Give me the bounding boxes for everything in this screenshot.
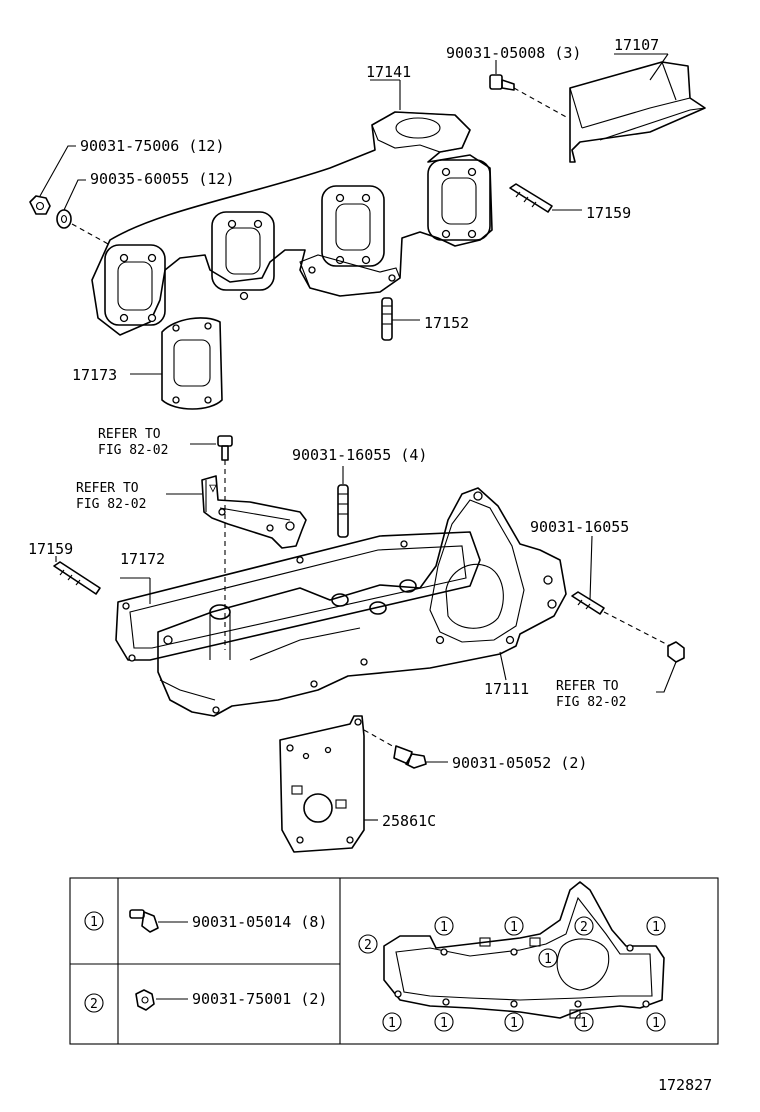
intake-manifold-17111 — [157, 487, 567, 717]
gasket-marker-bottom-4: 1 — [574, 1012, 594, 1032]
legend-bolt-icon — [129, 909, 159, 933]
callout-17159-top: 17159 — [586, 204, 631, 222]
plate-25861C — [279, 715, 365, 853]
svg-text:1: 1 — [510, 1016, 518, 1031]
bracket: ▽ — [201, 475, 307, 549]
svg-text:1: 1 — [388, 1016, 396, 1031]
refer-to-2-line2: FIG 82-02 — [76, 497, 146, 512]
svg-text:1: 1 — [90, 915, 98, 930]
callout-90031-16055: 90031-16055 — [530, 518, 629, 536]
bolt-refer-1 — [217, 435, 233, 461]
legend-part-1: 90031-05014 (8) — [192, 913, 327, 931]
gasket-marker-bottom-5: 1 — [646, 1012, 666, 1032]
gasket-marker-top-3: 1 — [538, 948, 558, 968]
nut-refer-3 — [667, 641, 685, 663]
legend-part-2: 90031-75001 (2) — [192, 990, 327, 1008]
callout-17111: 17111 — [484, 680, 529, 698]
gasket-marker-left: 2 — [358, 934, 378, 954]
legend-marker-2: 2 — [84, 993, 104, 1013]
svg-text:1: 1 — [580, 1016, 588, 1031]
svg-text:2: 2 — [90, 997, 98, 1012]
svg-text:1: 1 — [652, 920, 660, 935]
stud-17152 — [381, 297, 393, 341]
callout-17173: 17173 — [72, 366, 117, 384]
washer-90035-60055 — [56, 209, 72, 229]
figure-number: 172827 — [658, 1076, 712, 1094]
svg-text:1: 1 — [544, 952, 552, 967]
svg-text:1: 1 — [440, 920, 448, 935]
callout-90031-16055-4: 90031-16055 (4) — [292, 446, 427, 464]
refer-to-3-line2: FIG 82-02 — [556, 695, 626, 710]
refer-to-1-line2: FIG 82-02 — [98, 443, 168, 458]
gasket-marker-top-1: 1 — [434, 916, 454, 936]
heat-insulator-17107 — [569, 61, 706, 163]
gasket-marker-top-5: 1 — [646, 916, 666, 936]
gasket-marker-bottom-3: 1 — [504, 1012, 524, 1032]
gasket-marker-bottom-1: 1 — [382, 1012, 402, 1032]
callout-17107: 17107 — [614, 36, 659, 54]
svg-text:1: 1 — [652, 1016, 660, 1031]
exhaust-manifold-17141 — [91, 111, 493, 336]
svg-text:▽: ▽ — [209, 481, 217, 496]
legend-nut-icon — [135, 989, 155, 1011]
bolt-90031-05008 — [489, 74, 515, 91]
stud-90031-16055-4 — [337, 484, 349, 538]
svg-text:1: 1 — [440, 1016, 448, 1031]
callout-17152: 17152 — [424, 314, 469, 332]
stud-90031-16055 — [571, 591, 605, 615]
svg-text:1: 1 — [510, 920, 518, 935]
stud-17159-top — [509, 183, 553, 213]
gasket-17172 — [115, 531, 481, 662]
gasket-marker-top-4: 2 — [574, 916, 594, 936]
nut-90031-75006 — [29, 195, 51, 215]
refer-to-1-line1: REFER TO — [98, 427, 161, 442]
stud-17159-left — [53, 561, 101, 595]
gasket-17173 — [161, 317, 223, 410]
legend-gasket-illustration — [383, 881, 665, 1019]
legend-marker-1: 1 — [84, 911, 104, 931]
bolt-90031-05052 — [393, 745, 427, 769]
callout-17141: 17141 — [366, 63, 411, 81]
refer-to-3-line1: REFER TO — [556, 679, 619, 694]
callout-17159-left: 17159 — [28, 540, 73, 558]
callout-90031-05052: 90031-05052 (2) — [452, 754, 587, 772]
callout-90031-75006: 90031-75006 (12) — [80, 137, 225, 155]
callout-17172: 17172 — [120, 550, 165, 568]
svg-text:2: 2 — [580, 920, 588, 935]
gasket-marker-top-2: 1 — [504, 916, 524, 936]
refer-to-2-line1: REFER TO — [76, 481, 139, 496]
callout-25861C: 25861C — [382, 812, 436, 830]
callout-90031-05008: 90031-05008 (3) — [446, 44, 581, 62]
callout-90035-60055: 90035-60055 (12) — [90, 170, 235, 188]
legend-table — [69, 877, 719, 1045]
svg-text:2: 2 — [364, 938, 372, 953]
gasket-marker-bottom-2: 1 — [434, 1012, 454, 1032]
